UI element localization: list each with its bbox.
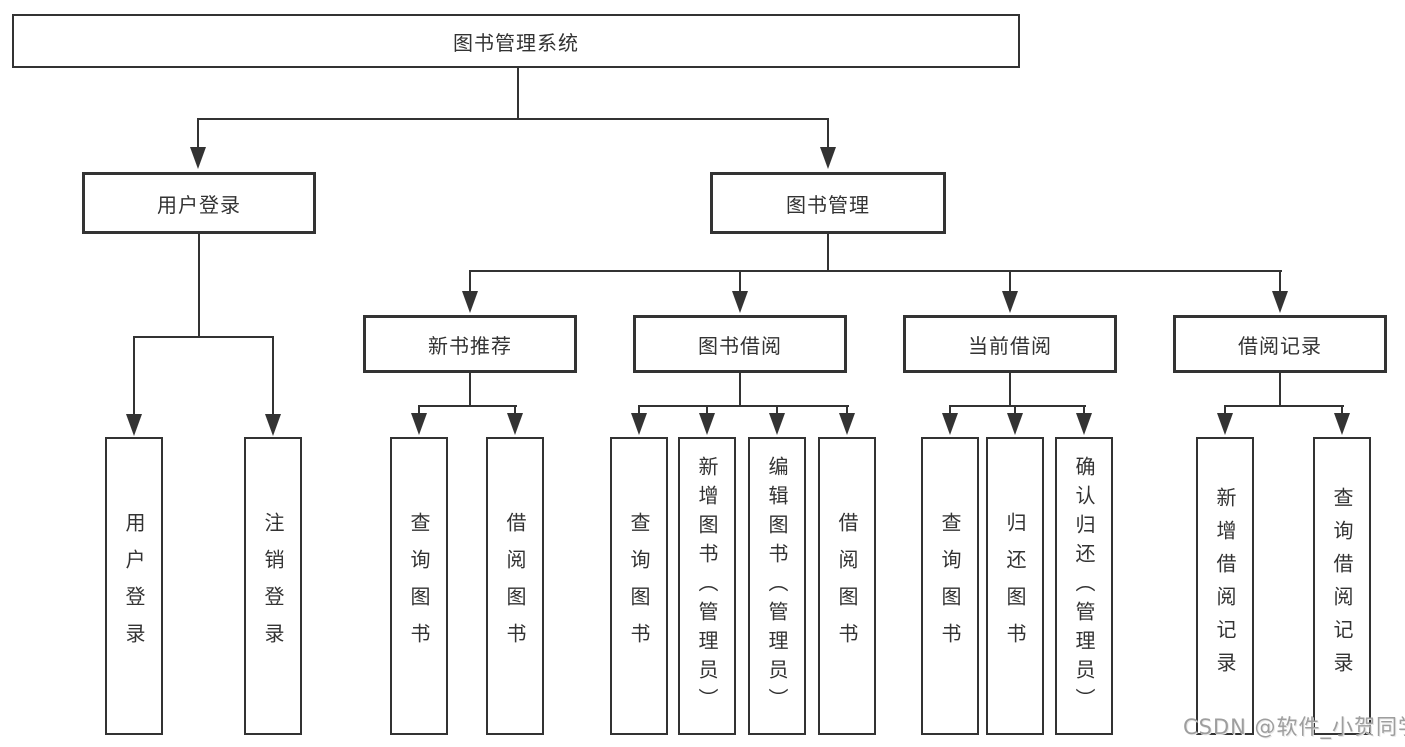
connector-borrowing-stem — [739, 373, 741, 407]
connector-drop — [1224, 407, 1226, 415]
leaf-query-books-1-label: 查询图书 — [407, 512, 431, 660]
arrowhead-down — [699, 413, 715, 435]
arrowhead-book-mgmt — [820, 147, 836, 169]
connector-drop-leaf-login — [133, 338, 135, 415]
leaf-query-books-2-label: 查询图书 — [627, 512, 651, 660]
node-user-login: 用户登录 — [82, 172, 316, 234]
csdn-watermark: CSDN @软件_小贺同学 — [1183, 715, 1405, 739]
arrowhead-down — [769, 413, 785, 435]
arrowhead-borrow-record — [1272, 291, 1288, 313]
arrowhead-down — [839, 413, 855, 435]
connector-drop — [1341, 407, 1343, 415]
connector-user-login-branch — [133, 336, 274, 338]
leaf-borrow-books-2-label: 借阅图书 — [835, 512, 859, 660]
leaf-confirm-return-admin-label: 确认归还（管理员） — [1072, 455, 1096, 717]
connector-newbook-branch — [418, 405, 517, 407]
arrowhead-book-borrow — [732, 291, 748, 313]
connector-current-stem — [1009, 373, 1011, 407]
connector-current-branch — [949, 405, 1086, 407]
arrowhead-new-book — [462, 291, 478, 313]
connector-drop — [706, 407, 708, 415]
connector-drop-new-book — [469, 272, 471, 292]
connector-drop — [776, 407, 778, 415]
arrowhead-down — [507, 413, 523, 435]
connector-drop-current-borrow — [1009, 272, 1011, 292]
connector-drop-leaf-logout — [272, 338, 274, 415]
leaf-borrow-books-1: 借阅图书 — [486, 437, 544, 735]
node-borrow-records-label: 借阅记录 — [1238, 333, 1322, 358]
leaf-query-borrow-record: 查询借阅记录 — [1313, 437, 1371, 735]
connector-newbook-stem — [469, 373, 471, 407]
node-new-book-recommend-label: 新书推荐 — [428, 333, 512, 358]
leaf-logout: 注销登录 — [244, 437, 302, 735]
connector-drop-user-login — [197, 120, 199, 148]
node-book-borrowing-label: 图书借阅 — [698, 333, 782, 358]
leaf-edit-book-admin: 编辑图书（管理员） — [748, 437, 806, 735]
arrowhead-leaf-logout — [265, 414, 281, 436]
arrowhead-down — [942, 413, 958, 435]
leaf-edit-book-admin-label: 编辑图书（管理员） — [765, 455, 789, 717]
leaf-add-book-admin-label: 新增图书（管理员） — [695, 455, 719, 717]
node-current-borrowing: 当前借阅 — [903, 315, 1117, 373]
leaf-add-borrow-record-label: 新增借阅记录 — [1213, 487, 1237, 685]
leaf-query-borrow-record-label: 查询借阅记录 — [1330, 487, 1354, 685]
connector-drop — [949, 407, 951, 415]
node-library-system-label: 图书管理系统 — [453, 30, 579, 55]
connector-drop — [418, 407, 420, 415]
arrowhead-down — [411, 413, 427, 435]
connector-drop — [514, 407, 516, 415]
leaf-query-books-3: 查询图书 — [921, 437, 979, 735]
connector-records-branch — [1224, 405, 1344, 407]
arrowhead-down — [631, 413, 647, 435]
connector-drop — [1014, 407, 1016, 415]
connector-drop — [1083, 407, 1085, 415]
connector-drop — [638, 407, 640, 415]
leaf-query-books-2: 查询图书 — [610, 437, 668, 735]
connector-drop-book-mgmt — [827, 120, 829, 148]
node-new-book-recommend: 新书推荐 — [363, 315, 577, 373]
arrowhead-down — [1076, 413, 1092, 435]
connector-drop — [846, 407, 848, 415]
connector-book-mgmt-branch — [469, 270, 1282, 272]
arrowhead-down — [1217, 413, 1233, 435]
node-user-login-label: 用户登录 — [157, 192, 241, 217]
leaf-borrow-books-2: 借阅图书 — [818, 437, 876, 735]
node-book-borrowing: 图书借阅 — [633, 315, 847, 373]
arrowhead-current-borrow — [1002, 291, 1018, 313]
node-book-management: 图书管理 — [710, 172, 946, 234]
leaf-return-book-label: 归还图书 — [1003, 512, 1027, 660]
connector-book-mgmt-stem — [827, 234, 829, 272]
node-current-borrowing-label: 当前借阅 — [968, 333, 1052, 358]
connector-root-branch — [197, 118, 829, 120]
leaf-return-book: 归还图书 — [986, 437, 1044, 735]
leaf-add-borrow-record: 新增借阅记录 — [1196, 437, 1254, 735]
leaf-logout-label: 注销登录 — [261, 512, 285, 660]
leaf-borrow-books-1-label: 借阅图书 — [503, 512, 527, 660]
connector-drop-book-borrow — [739, 272, 741, 292]
connector-user-login-stem — [198, 234, 200, 338]
leaf-confirm-return-admin: 确认归还（管理员） — [1055, 437, 1113, 735]
leaf-query-books-1: 查询图书 — [390, 437, 448, 735]
leaf-query-books-3-label: 查询图书 — [938, 512, 962, 660]
connector-borrowing-branch — [638, 405, 849, 407]
arrowhead-user-login — [190, 147, 206, 169]
node-book-management-label: 图书管理 — [786, 192, 870, 217]
arrowhead-down — [1007, 413, 1023, 435]
leaf-add-book-admin: 新增图书（管理员） — [678, 437, 736, 735]
arrowhead-leaf-login — [126, 414, 142, 436]
node-library-system: 图书管理系统 — [12, 14, 1020, 68]
node-borrow-records: 借阅记录 — [1173, 315, 1387, 373]
connector-root-stem — [517, 68, 519, 120]
leaf-user-login: 用户登录 — [105, 437, 163, 735]
connector-records-stem — [1279, 373, 1281, 407]
arrowhead-down — [1334, 413, 1350, 435]
leaf-user-login-label: 用户登录 — [122, 512, 146, 660]
connector-drop-borrow-record — [1279, 272, 1281, 292]
